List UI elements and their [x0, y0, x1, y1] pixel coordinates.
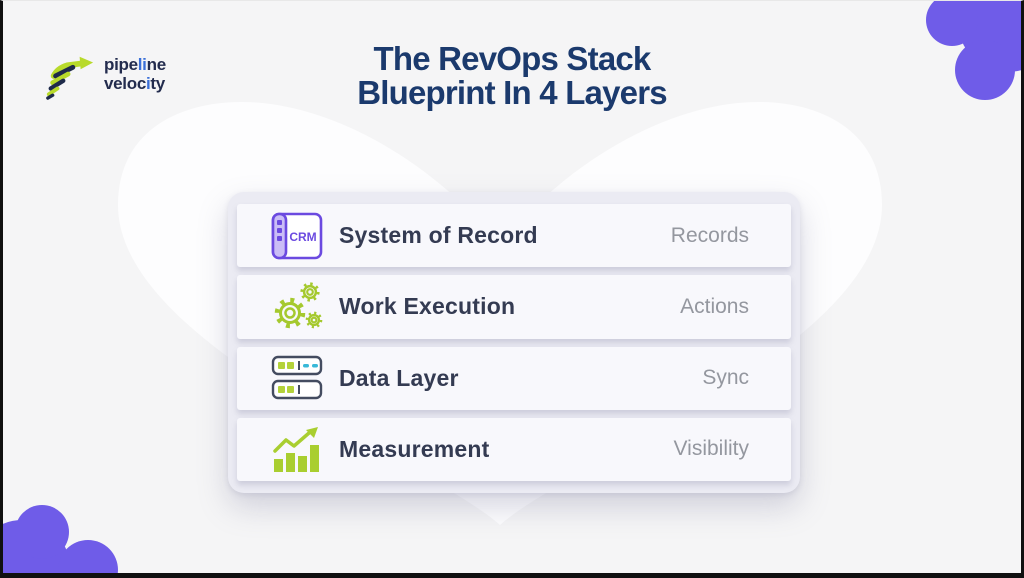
layer-row-system-of-record: CRM System of Record Records [237, 204, 791, 268]
layer-name: Work Execution [339, 293, 516, 320]
pipeline-velocity-logo-icon [46, 56, 94, 100]
layer-name: Measurement [339, 435, 490, 462]
layer-name: System of Record [339, 222, 538, 249]
crm-icon: CRM [271, 210, 323, 262]
revops-stack-panel: CRM System of Record Records [228, 192, 800, 493]
page-title-line1: The RevOps Stack [373, 40, 652, 77]
layer-tag: Actions [680, 294, 749, 318]
brand-wordmark: pipeline velocity [104, 55, 166, 93]
brand-word-pipeline: pipeline [104, 55, 166, 75]
page-title-line2: Blueprint In 4 Layers [357, 74, 667, 112]
corner-blob-bottom-left [0, 505, 118, 578]
svg-text:CRM: CRM [289, 230, 316, 244]
brand-word-velocity: velocity [104, 74, 165, 93]
corner-blob-top-right [926, 0, 1024, 100]
layer-row-data-layer: Data Layer Sync [237, 346, 791, 410]
layer-tag: Records [670, 223, 749, 247]
layer-name: Data Layer [339, 364, 459, 391]
gears-icon [271, 281, 323, 333]
bar-chart-growth-icon [271, 423, 323, 475]
server-stack-icon [271, 352, 323, 404]
layer-row-work-execution: Work Execution Actions [237, 275, 791, 339]
page-title: The RevOps Stack Blueprint In 4 Layers [0, 40, 1024, 112]
layer-tag: Visibility [673, 437, 749, 461]
layer-row-measurement: Measurement Visibility [237, 417, 791, 481]
layer-tag: Sync [702, 366, 749, 390]
brand-logo: pipeline velocity [44, 50, 166, 100]
